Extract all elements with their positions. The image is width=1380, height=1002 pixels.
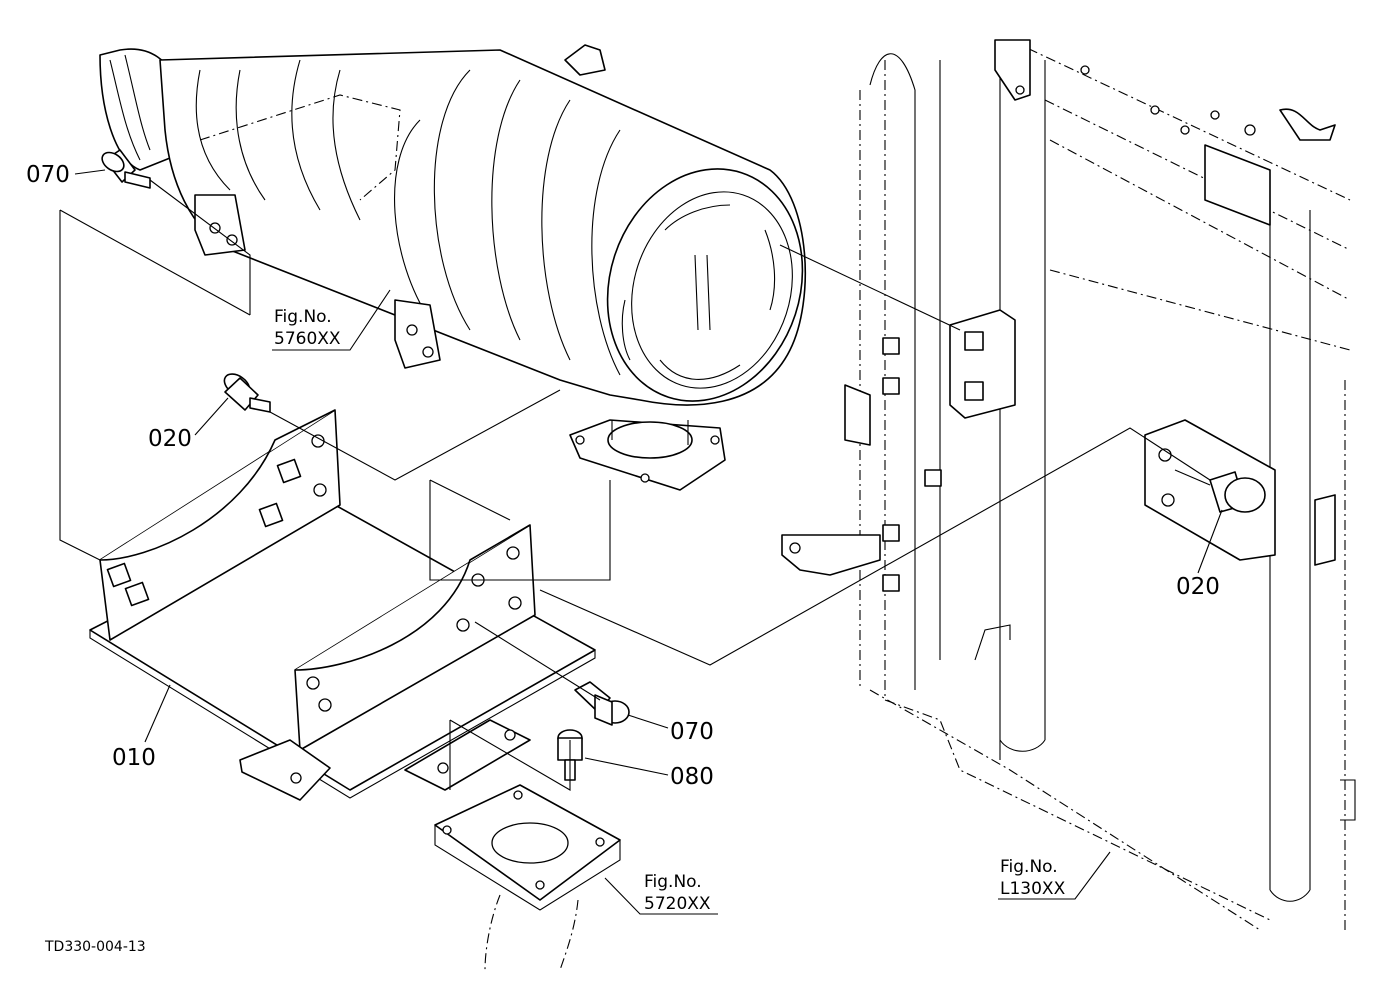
drawing-id: TD330-004-13 [44,939,146,955]
assembly-guide-lines [59,179,1211,791]
bolt-070-top [101,149,151,189]
part-labels: 070 020 020 070 080 010 [26,162,1223,790]
label-070-top: 070 [26,162,70,188]
leader-070-top [74,169,106,175]
fig-ref-muffler-leader [272,289,391,351]
label-010: 010 [112,745,156,771]
muffler-assembly [99,44,807,491]
frame-structure [781,39,1356,931]
leader-070-bottom [627,714,669,729]
fig-ref-flange-leader [604,877,718,915]
leader-020-right [1197,509,1223,574]
figure-references: Fig.No. 5760XX Fig.No. 5720XX Fig.No. L1… [272,289,1111,915]
leader-080 [584,757,669,776]
fig-ref-muffler-line1: Fig.No. [274,307,332,327]
label-020-left: 020 [148,426,192,452]
exhaust-flange [434,784,621,971]
fig-ref-frame-line1: Fig.No. [1000,857,1058,877]
bolt-020-right [1174,469,1266,513]
bolt-070-bottom [574,681,630,726]
fig-ref-flange-line1: Fig.No. [644,872,702,892]
label-020-right: 020 [1176,574,1220,600]
leader-020-left [194,397,229,436]
leader-010 [144,684,171,743]
label-080: 080 [670,764,714,790]
bolt-020-left [223,373,271,413]
fig-ref-muffler-line2: 5760XX [274,329,341,349]
label-070-bottom: 070 [670,719,714,745]
bracket-010 [89,409,596,801]
fig-ref-frame-leader [998,851,1111,900]
fig-ref-frame-line2: L130XX [1000,879,1066,899]
fig-ref-flange-line2: 5720XX [644,894,711,914]
